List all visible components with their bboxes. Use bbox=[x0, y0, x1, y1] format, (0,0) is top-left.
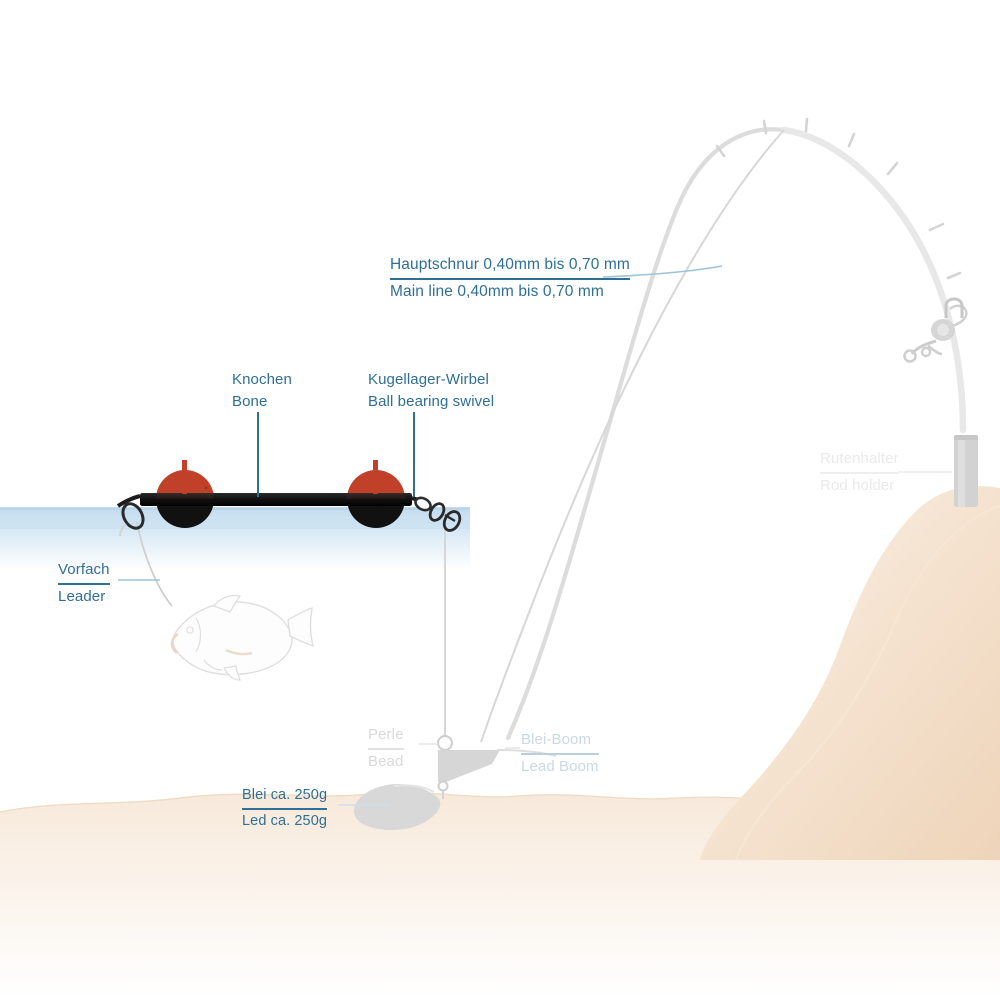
label-boom-en: Lead Boom bbox=[521, 757, 599, 775]
rod-holder-icon bbox=[954, 435, 978, 507]
label-rod-holder: Rutenhalter Rod holder bbox=[820, 449, 899, 495]
label-lead-weight-en: Led ca. 250g bbox=[242, 812, 328, 829]
snap-link-icon bbox=[116, 494, 145, 537]
label-bone: Knochen Bone bbox=[232, 370, 292, 411]
label-rule bbox=[58, 582, 110, 585]
label-leader-de: Vorfach bbox=[58, 561, 110, 578]
label-bead-de: Perle bbox=[368, 726, 404, 743]
label-rule bbox=[820, 471, 899, 474]
label-leader: Vorfach Leader bbox=[58, 560, 110, 606]
reel-icon bbox=[903, 297, 964, 363]
label-bone-en: Bone bbox=[232, 392, 268, 410]
label-main-line: Hauptschnur 0,40mm bis 0,70 mm Main line… bbox=[390, 255, 630, 302]
fishing-rod-icon bbox=[505, 117, 968, 741]
label-bead-en: Bead bbox=[368, 752, 404, 770]
label-lead-weight: Blei ca. 250g Led ca. 250g bbox=[242, 786, 328, 831]
label-boom: Blei-Boom Lead Boom bbox=[521, 730, 599, 776]
label-main-line-en: Main line 0,40mm bis 0,70 mm bbox=[390, 283, 604, 301]
label-rule bbox=[242, 807, 328, 810]
bone-float-icon bbox=[140, 460, 412, 528]
label-rule bbox=[390, 278, 630, 281]
swivel-icon bbox=[411, 496, 462, 532]
label-rule bbox=[521, 752, 599, 755]
bead-icon bbox=[437, 735, 453, 751]
bank-slope bbox=[700, 485, 1000, 861]
rig-drop-line bbox=[136, 520, 446, 742]
label-lead-weight-de: Blei ca. 250g bbox=[242, 787, 328, 803]
label-bone-de: Knochen bbox=[232, 371, 292, 388]
boom-icon bbox=[437, 749, 557, 799]
main-line bbox=[480, 129, 785, 743]
label-rod-holder-de: Rutenhalter bbox=[820, 450, 899, 467]
label-rule bbox=[368, 747, 404, 750]
label-rod-holder-en: Rod holder bbox=[820, 476, 895, 494]
label-swivel-en: Ball bearing swivel bbox=[368, 392, 495, 410]
label-leader-en: Leader bbox=[58, 587, 106, 605]
lead-weight-icon bbox=[354, 784, 441, 830]
label-boom-de: Blei-Boom bbox=[521, 731, 592, 748]
label-bead: Perle Bead bbox=[368, 725, 404, 771]
label-swivel-de: Kugellager-Wirbel bbox=[368, 371, 489, 388]
label-main-line-de: Hauptschnur 0,40mm bis 0,70 mm bbox=[390, 256, 630, 273]
callout-main-line bbox=[602, 265, 723, 278]
bait-fish-icon bbox=[170, 594, 315, 681]
label-swivel: Kugellager-Wirbel Ball bearing swivel bbox=[368, 370, 494, 411]
callout-lines bbox=[118, 265, 952, 806]
